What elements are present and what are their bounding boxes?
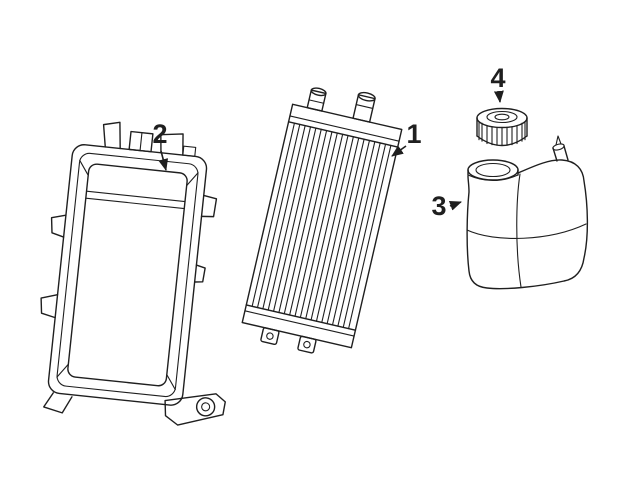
tank-seam-line [466,223,587,239]
cap-knurl-ribs [478,121,526,147]
radiator-bottom-tabs [260,327,317,354]
bracket-bottom-tab [43,392,73,414]
tank-bleed-valve [552,135,569,162]
radiator-core-outline [241,103,403,349]
radiator-hose-fitting-right [352,91,376,123]
callout-2: 2 [152,119,169,171]
bracket-crossmember [85,190,186,210]
bracket-top-clips [102,121,197,157]
tank-filler-neck [467,159,519,182]
reservoir-cap-part [476,107,528,147]
tank-contour-line [516,173,522,288]
callout-2-leader-line [158,150,169,171]
expansion-tank-part [466,135,589,290]
callout-4-leader-line [493,90,504,103]
radiator-hose-fitting-left [306,87,327,112]
mounting-bracket-part [40,121,226,426]
callout-3-label: 3 [431,191,446,221]
bracket-right-tabs [193,194,218,283]
callout-4-label: 4 [490,63,505,93]
radiator-part [241,87,403,354]
callout-3: 3 [431,191,462,221]
bracket-mounting-foot [164,393,226,426]
tank-body-outline [466,159,589,290]
callout-1-label: 1 [406,119,421,149]
bracket-left-clips [40,214,67,319]
callout-1-leader-line [391,145,407,157]
radiator-fins [251,122,392,330]
callout-2-label: 2 [152,119,167,149]
callout-4: 4 [490,63,506,103]
callout-3-leader-line [448,201,462,211]
callout-1: 1 [391,119,422,157]
